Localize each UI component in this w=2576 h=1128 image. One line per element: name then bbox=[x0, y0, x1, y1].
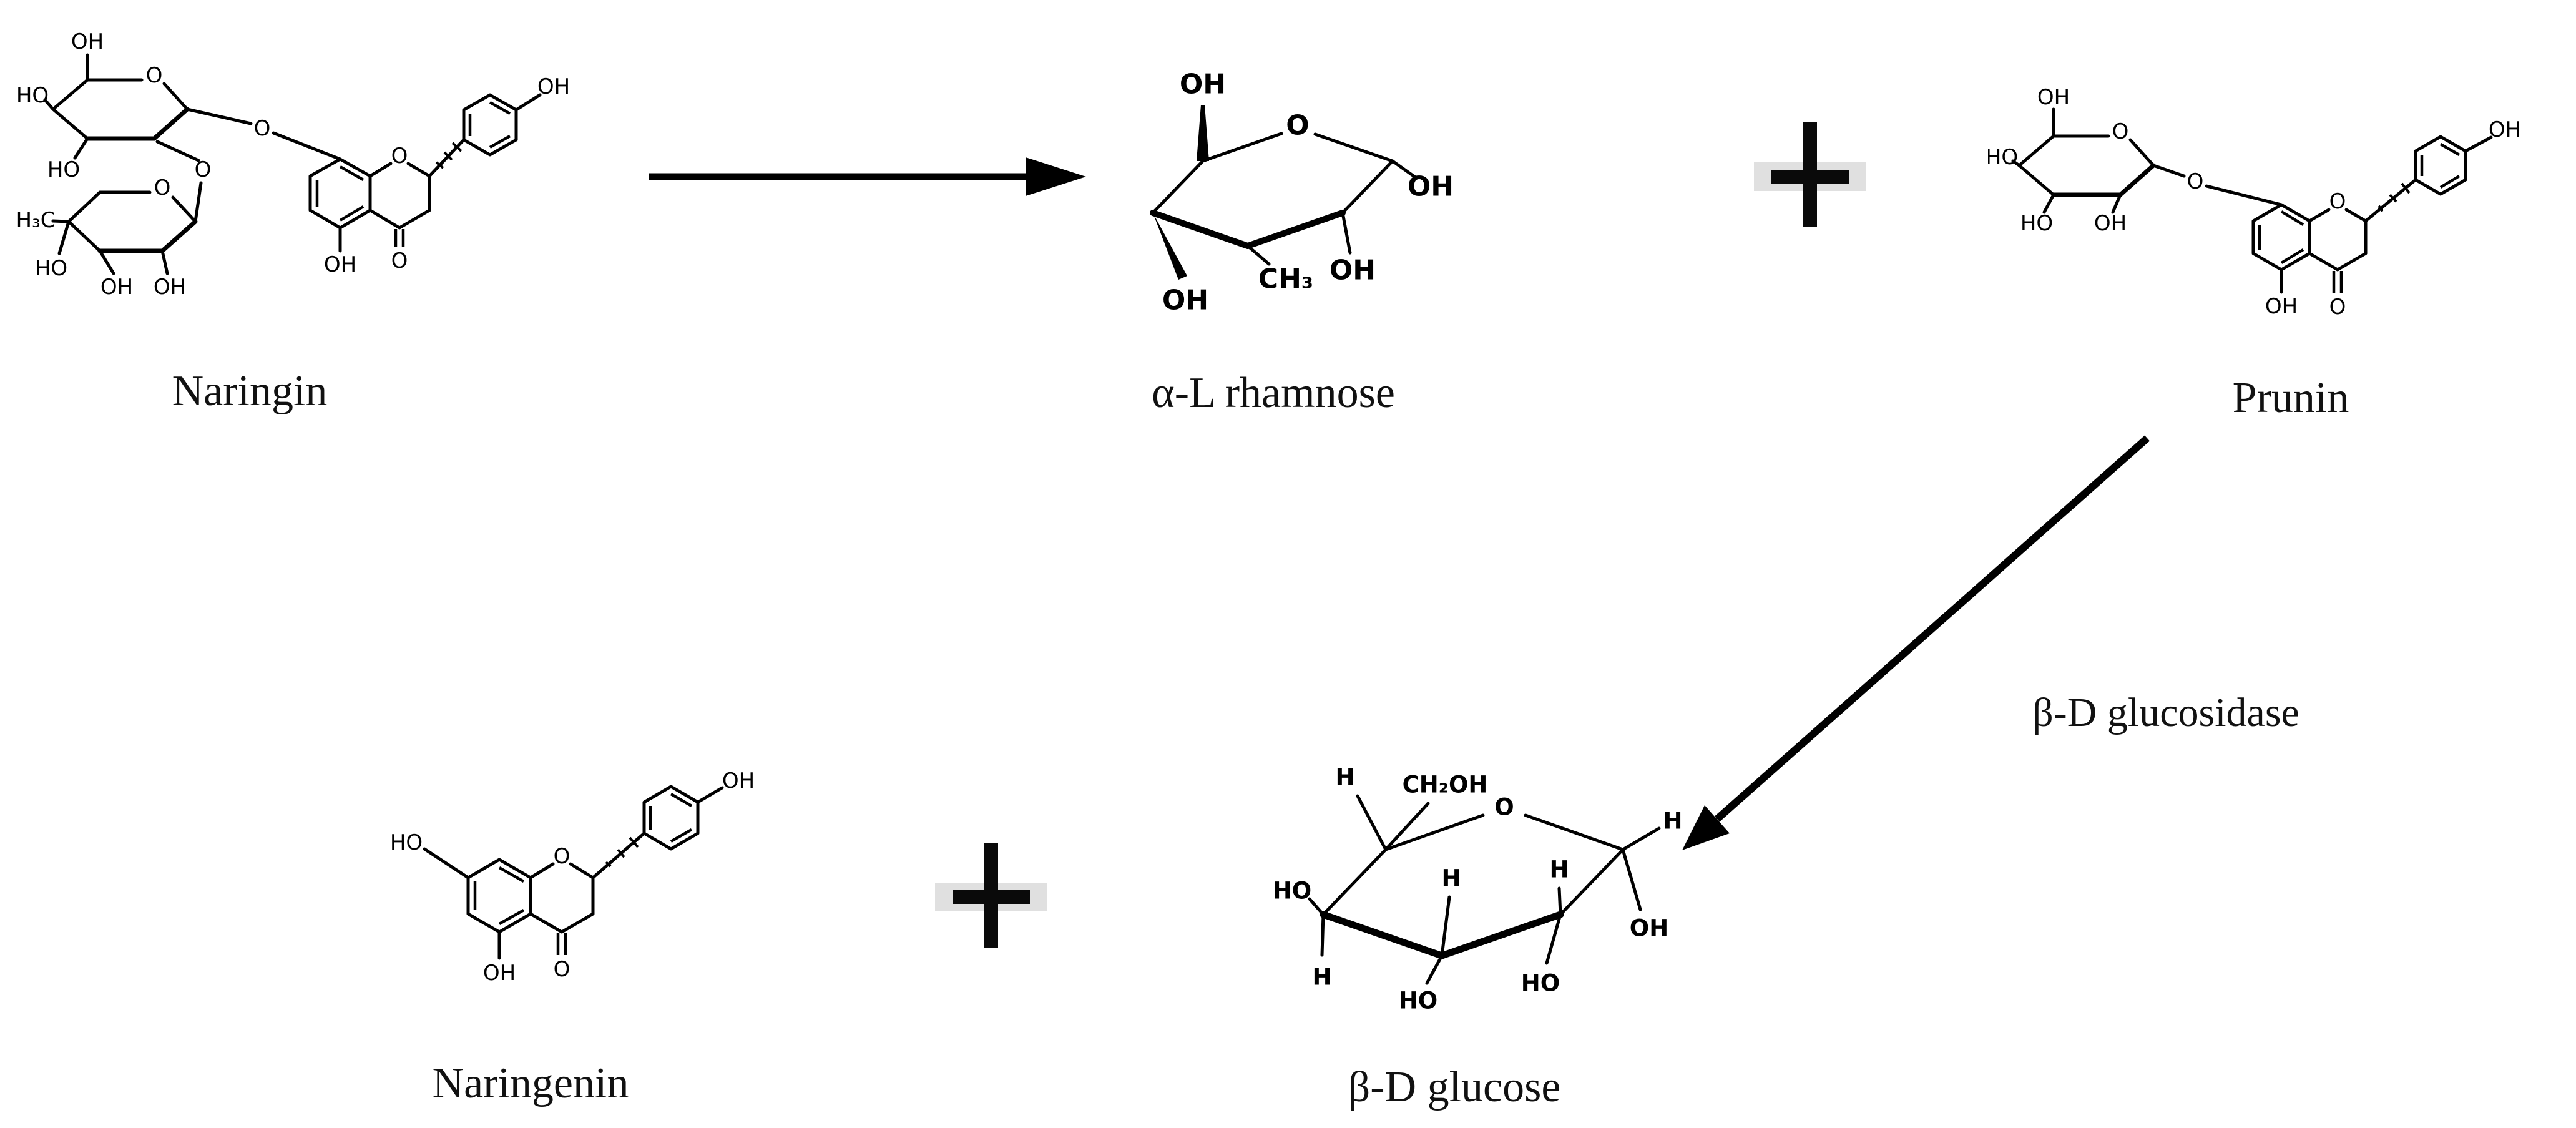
atom-label-ho: HO bbox=[1988, 145, 2018, 170]
atom-label-ho: HO bbox=[1399, 988, 1437, 1014]
naringin-structure: OH HO O HO O O O H₃C HO OH OH O O OH OH bbox=[16, 29, 571, 300]
plus-icon bbox=[935, 843, 1047, 948]
atom-label-oh: OH bbox=[1180, 69, 1226, 101]
ring-o-label: O bbox=[146, 63, 163, 88]
atom-label-oh: OH bbox=[100, 275, 133, 300]
atom-label-oh: OH bbox=[2265, 294, 2298, 319]
atom-label-oh: OH bbox=[1162, 285, 1208, 316]
atom-label-oh: OH bbox=[1408, 171, 1454, 203]
atom-label-oh: OH bbox=[1630, 915, 1668, 942]
glucose-structure: H CH₂OH O HO H H H H HO HO OH bbox=[1273, 764, 1683, 1014]
atom-label-h: H bbox=[1313, 964, 1332, 991]
rhamnose-structure: OH O OH CH₃ OH OH bbox=[1150, 69, 1454, 316]
atom-label-ho: HO bbox=[35, 256, 67, 281]
naringin-skeleton bbox=[43, 53, 542, 275]
glycosidic-o-label: O bbox=[254, 116, 271, 141]
reaction-arrow-right-icon bbox=[649, 157, 1086, 196]
atom-label-oh: OH bbox=[2094, 211, 2127, 236]
ketone-o-label: O bbox=[391, 248, 408, 273]
glucose-label: β-D glucose bbox=[1348, 1063, 1561, 1111]
atom-label-ho: HO bbox=[1521, 970, 1560, 997]
ketone-o-label: O bbox=[2329, 295, 2346, 320]
naringin-label: Naringin bbox=[172, 367, 328, 415]
atom-label-oh: OH bbox=[324, 252, 356, 277]
rhamnose-skeleton bbox=[1150, 105, 1418, 280]
atom-label-h: H bbox=[1550, 856, 1569, 883]
ketone-o-label: O bbox=[554, 957, 571, 982]
atom-label-ho: HO bbox=[47, 157, 80, 182]
atom-label-h3c: H₃C bbox=[16, 208, 56, 233]
atom-label-ho: HO bbox=[2020, 211, 2053, 236]
rhamnose-label: α-L rhamnose bbox=[1152, 369, 1395, 417]
wedge-bond bbox=[1197, 105, 1209, 161]
atom-label-h: H bbox=[1442, 865, 1461, 892]
atom-label-ho: HO bbox=[390, 830, 423, 855]
atom-label-ho: HO bbox=[1273, 878, 1311, 905]
atom-label-oh: OH bbox=[483, 961, 516, 986]
plus-horizontal-bar bbox=[953, 890, 1030, 904]
pyranone-o-label: O bbox=[2329, 189, 2346, 214]
plus-horizontal-bar bbox=[1771, 170, 1849, 184]
ring-o-label: O bbox=[154, 175, 171, 200]
ring-o-label: O bbox=[1494, 794, 1514, 821]
atom-label-oh: OH bbox=[154, 275, 186, 300]
atom-label-oh: OH bbox=[1330, 255, 1376, 287]
atom-label-oh: OH bbox=[2489, 117, 2521, 142]
atom-label-ch3: CH₃ bbox=[1258, 263, 1313, 295]
glucosidase-arrow-icon bbox=[1682, 435, 2150, 850]
plus-icon bbox=[1754, 122, 1866, 227]
atom-label-ch2oh: CH₂OH bbox=[1403, 772, 1488, 798]
atom-label-h: H bbox=[1663, 808, 1683, 835]
prunin-label: Prunin bbox=[2232, 374, 2349, 422]
pyranone-o-label: O bbox=[391, 144, 408, 169]
wedge-bond bbox=[1153, 213, 1187, 280]
glucose-skeleton bbox=[1308, 794, 1661, 985]
atom-label-oh: OH bbox=[537, 74, 570, 99]
prunin-structure: OH HO O HO OH O O O OH OH bbox=[1988, 85, 2521, 320]
prunin-skeleton bbox=[2011, 107, 2493, 294]
ring-o-label: O bbox=[1286, 110, 1309, 142]
atom-label-h: H bbox=[1336, 764, 1355, 791]
link-o-label: O bbox=[195, 157, 212, 182]
glycosidic-o-label: O bbox=[2187, 169, 2204, 194]
enzyme-label: β-D glucosidase bbox=[2032, 690, 2299, 735]
pyranone-o-label: O bbox=[554, 844, 571, 869]
atom-label-ho: HO bbox=[16, 83, 49, 108]
naringenin-label: Naringenin bbox=[432, 1059, 629, 1107]
naringenin-structure: HO OH O O OH bbox=[390, 768, 755, 986]
atom-label-oh: OH bbox=[71, 29, 104, 54]
atom-label-oh: OH bbox=[2037, 85, 2070, 110]
atom-label-oh: OH bbox=[722, 768, 755, 793]
naringenin-skeleton bbox=[423, 785, 724, 960]
ring-o-label: O bbox=[2112, 119, 2129, 144]
